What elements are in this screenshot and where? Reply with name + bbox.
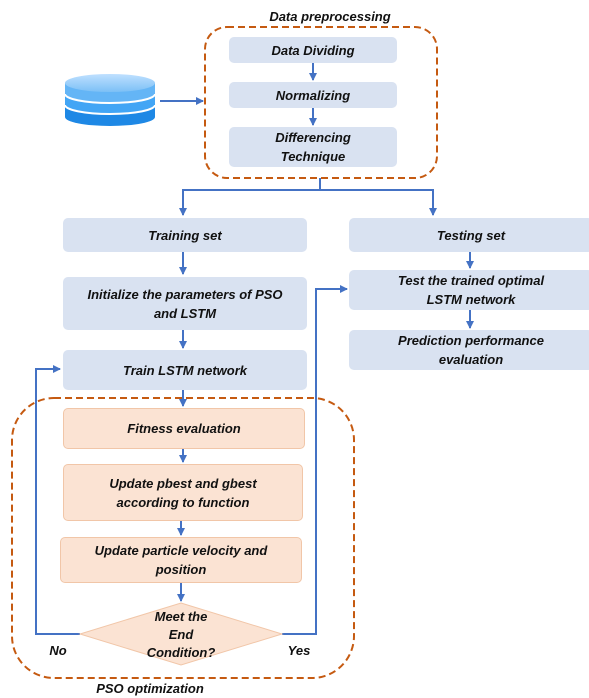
pso-group-border — [11, 397, 355, 679]
train-lstm-box: Train LSTM network — [63, 350, 307, 390]
normalizing-box: Normalizing — [229, 82, 397, 108]
evaluation-box: Prediction performance evaluation — [349, 330, 589, 370]
fitness-evaluation-box: Fitness evaluation — [63, 408, 305, 449]
decision-diamond — [78, 602, 284, 666]
yes-label: Yes — [287, 642, 311, 658]
differencing-box: Differencing Technique — [229, 127, 397, 167]
training-set-box: Training set — [63, 218, 307, 252]
pso-title: PSO optimization — [96, 680, 204, 696]
arrow-preprocessing-to-training — [179, 178, 321, 216]
arrow-yes-to-test — [282, 285, 348, 635]
preprocessing-title: Data preprocessing — [269, 8, 391, 24]
update-best-box: Update pbest and gbest according to func… — [63, 464, 303, 521]
database-icon — [64, 74, 156, 126]
testing-set-box: Testing set — [349, 218, 589, 252]
update-velocity-box: Update particle velocity and position — [60, 537, 302, 583]
arrow-preprocessing-to-testing — [320, 189, 437, 216]
test-trained-box: Test the trained optimal LSTM network — [349, 270, 589, 310]
arrow-no-loop — [35, 365, 80, 635]
data-dividing-box: Data Dividing — [229, 37, 397, 63]
decision-label: Meet the End Condition? — [146, 609, 216, 660]
no-label: No — [49, 642, 67, 658]
init-params-box: Initialize the parameters of PSO and LST… — [63, 277, 307, 330]
